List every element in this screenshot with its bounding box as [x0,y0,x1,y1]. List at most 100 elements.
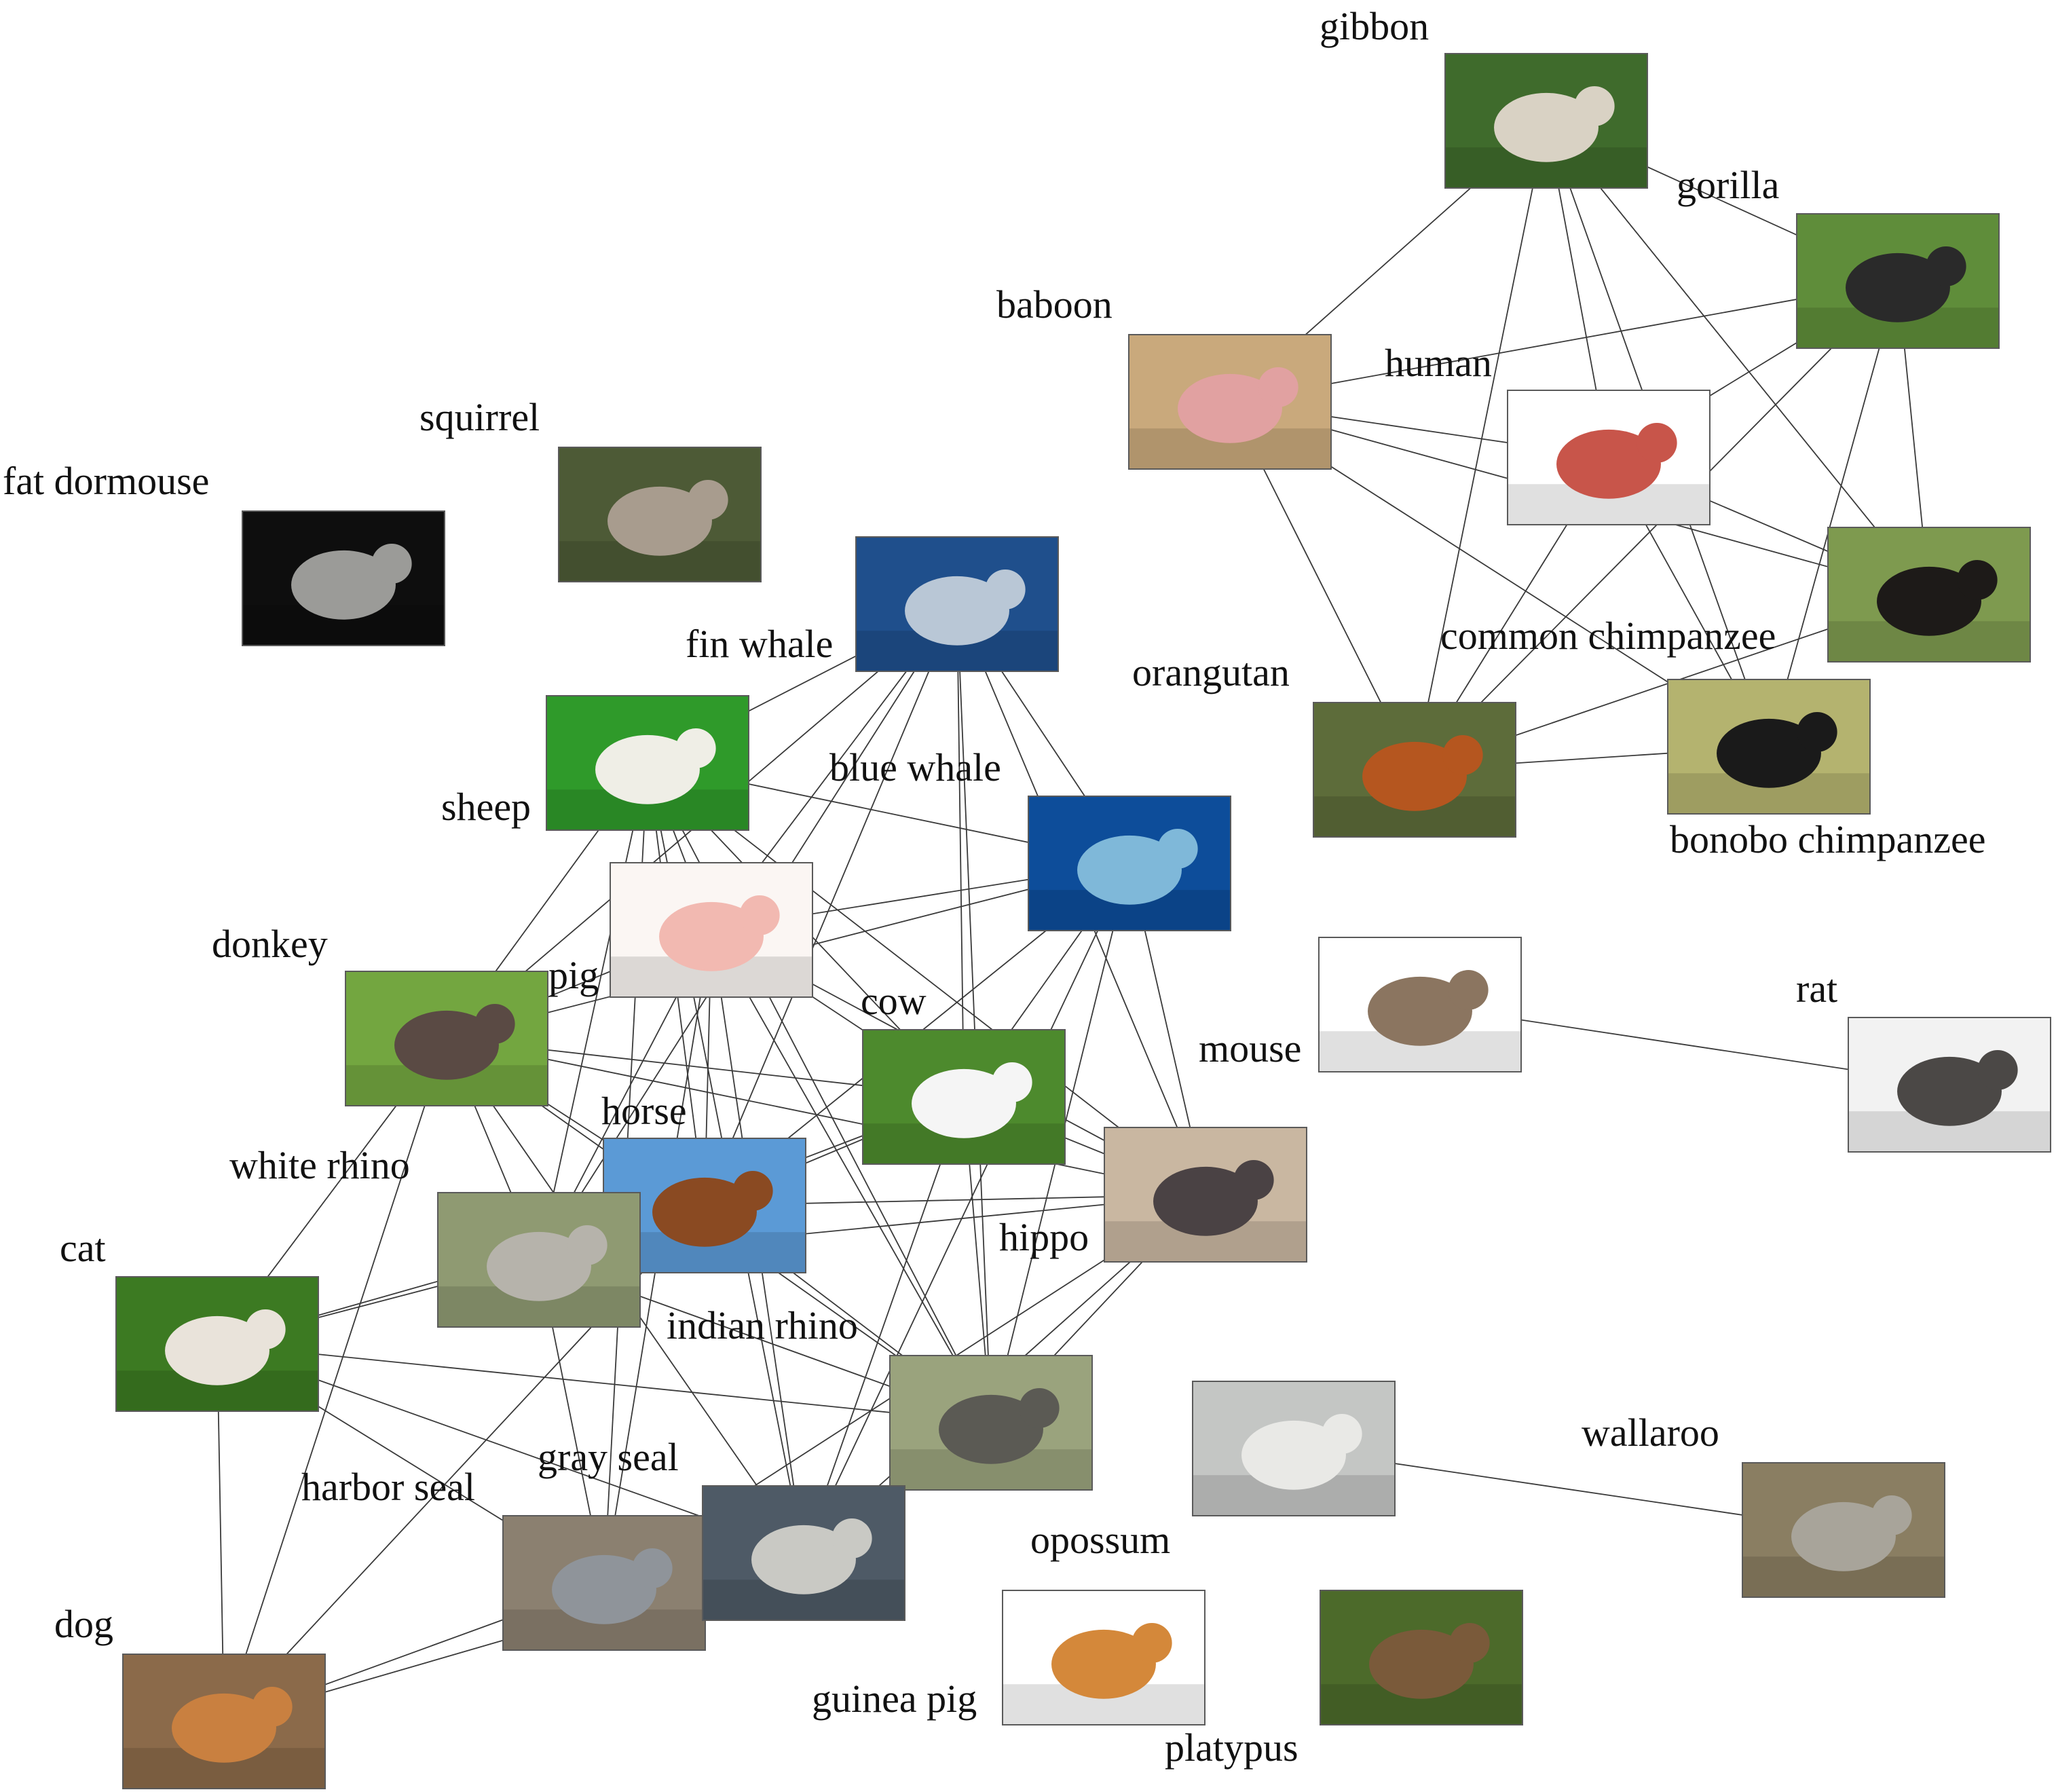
gray-seal-image [702,1485,905,1621]
human-image [1507,390,1711,525]
sheep-label: sheep [441,785,531,829]
cat-label: cat [60,1226,106,1270]
fat-dormouse-photo [243,512,444,645]
guinea-pig-label: guinea pig [812,1677,977,1721]
bonobo-chimpanzee-image [1667,679,1871,815]
gray-seal-photo [703,1487,904,1620]
human-anatomy-diagram [1508,391,1709,524]
edge-sheep-white_rhino [538,762,648,1261]
baboon-label: baboon [996,282,1113,326]
opossum-label: opossum [1030,1518,1171,1562]
mouse-photo [1320,938,1520,1071]
edge-blue_whale-gray_seal [803,863,1130,1554]
cat-image [115,1276,319,1412]
edge-sheep-hippo [647,762,1206,1195]
fin-whale-photo [857,538,1058,671]
fat-dormouse-label: fat dormouse [3,459,210,503]
sheep-photo [547,696,748,829]
squirrel-photo [559,448,760,581]
rat-label: rat [1796,967,1838,1011]
edge-fin_whale-indian_rhino [956,603,992,1423]
wallaroo-photo [1743,1463,1944,1597]
edge-donkey-hippo [446,1038,1206,1195]
edge-cow-gray_seal [803,1096,965,1554]
bonobo-chimpanzee-label: bonobo chimpanzee [1670,817,1986,861]
fin-whale-image [855,536,1059,672]
gorilla-image [1796,213,2000,349]
rat-image [1848,1017,2051,1153]
pig-photo [611,863,812,996]
sheep-image [546,695,749,831]
squirrel-image [558,447,762,582]
hippo-photo [1105,1128,1306,1261]
white-rhino-label: white rhino [229,1143,410,1187]
harbor-seal-label: harbor seal [301,1465,476,1509]
wallaroo-image [1742,1462,1945,1598]
orangutan-image [1313,702,1516,838]
edge-indian_rhino-cat [217,1343,992,1423]
harbor-seal-photo [504,1516,705,1649]
hippo-image [1104,1127,1307,1263]
donkey-image [345,971,548,1106]
pig-label: pig [548,953,599,997]
cat-photo [117,1277,318,1411]
rat-photo [1849,1018,2050,1151]
cow-image [862,1029,1066,1165]
blue-whale-label: blue whale [829,745,1001,789]
edge-donkey-dog [223,1038,447,1722]
edge-gibbon-orangutan [1414,120,1547,770]
dog-image [122,1654,326,1789]
gibbon-label: gibbon [1320,4,1429,48]
pig-image [610,862,813,998]
mouse-image [1318,937,1522,1072]
orangutan-label: orangutan [1132,650,1290,694]
gibbon-photo [1446,54,1647,187]
human-label: human [1385,341,1492,385]
platypus-photo [1321,1591,1522,1724]
donkey-label: donkey [212,922,328,966]
baboon-image [1128,334,1332,470]
opossum-photo [1193,1382,1394,1515]
opossum-image [1192,1381,1396,1516]
hippo-label: hippo [999,1215,1089,1259]
cow-label: cow [861,979,927,1023]
edge-gorilla-baboon [1229,280,1899,403]
gorilla-label: gorilla [1677,163,1780,207]
orangutan-photo [1314,703,1515,836]
gray-seal-label: gray seal [538,1435,679,1479]
edge-fin_whale-cow [956,603,965,1098]
edge-gorilla-bonobo_chimpanzee [1768,280,1899,747]
indian-rhino-label: indian rhino [667,1303,858,1347]
fin-whale-label: fin whale [686,622,834,666]
harbor-seal-image [502,1515,706,1651]
donkey-photo [346,972,547,1105]
dog-label: dog [54,1602,113,1646]
white-rhino-image [437,1192,641,1328]
common-chimpanzee-image [1827,527,2031,662]
squirrel-label: squirrel [419,395,540,439]
fat-dormouse-image [242,510,445,646]
platypus-label: platypus [1165,1725,1298,1770]
edge-gibbon-common_chimpanzee [1546,120,1930,595]
guinea-pig-image [1002,1590,1205,1725]
horse-label: horse [601,1089,687,1133]
gibbon-image [1444,53,1648,189]
indian-rhino-image [889,1355,1093,1491]
gorilla-photo [1797,214,1998,348]
guinea-pig-photo [1003,1591,1204,1724]
white-rhino-photo [438,1193,639,1326]
common-chimpanzee-label: common chimpanzee [1440,614,1776,658]
blue-whale-image [1028,796,1231,931]
blue-whale-photo [1029,797,1230,930]
indian-rhino-photo [891,1356,1091,1489]
cow-photo [863,1030,1064,1163]
common-chimpanzee-photo [1829,528,2030,661]
edge-pig-indian_rhino [711,929,992,1423]
baboon-photo [1129,335,1330,468]
wallaroo-label: wallaroo [1582,1411,1719,1455]
edge-gorilla-orangutan [1414,280,1899,770]
bonobo-chimpanzee-photo [1668,680,1869,813]
mouse-label: mouse [1199,1026,1302,1070]
dog-photo [124,1655,324,1788]
